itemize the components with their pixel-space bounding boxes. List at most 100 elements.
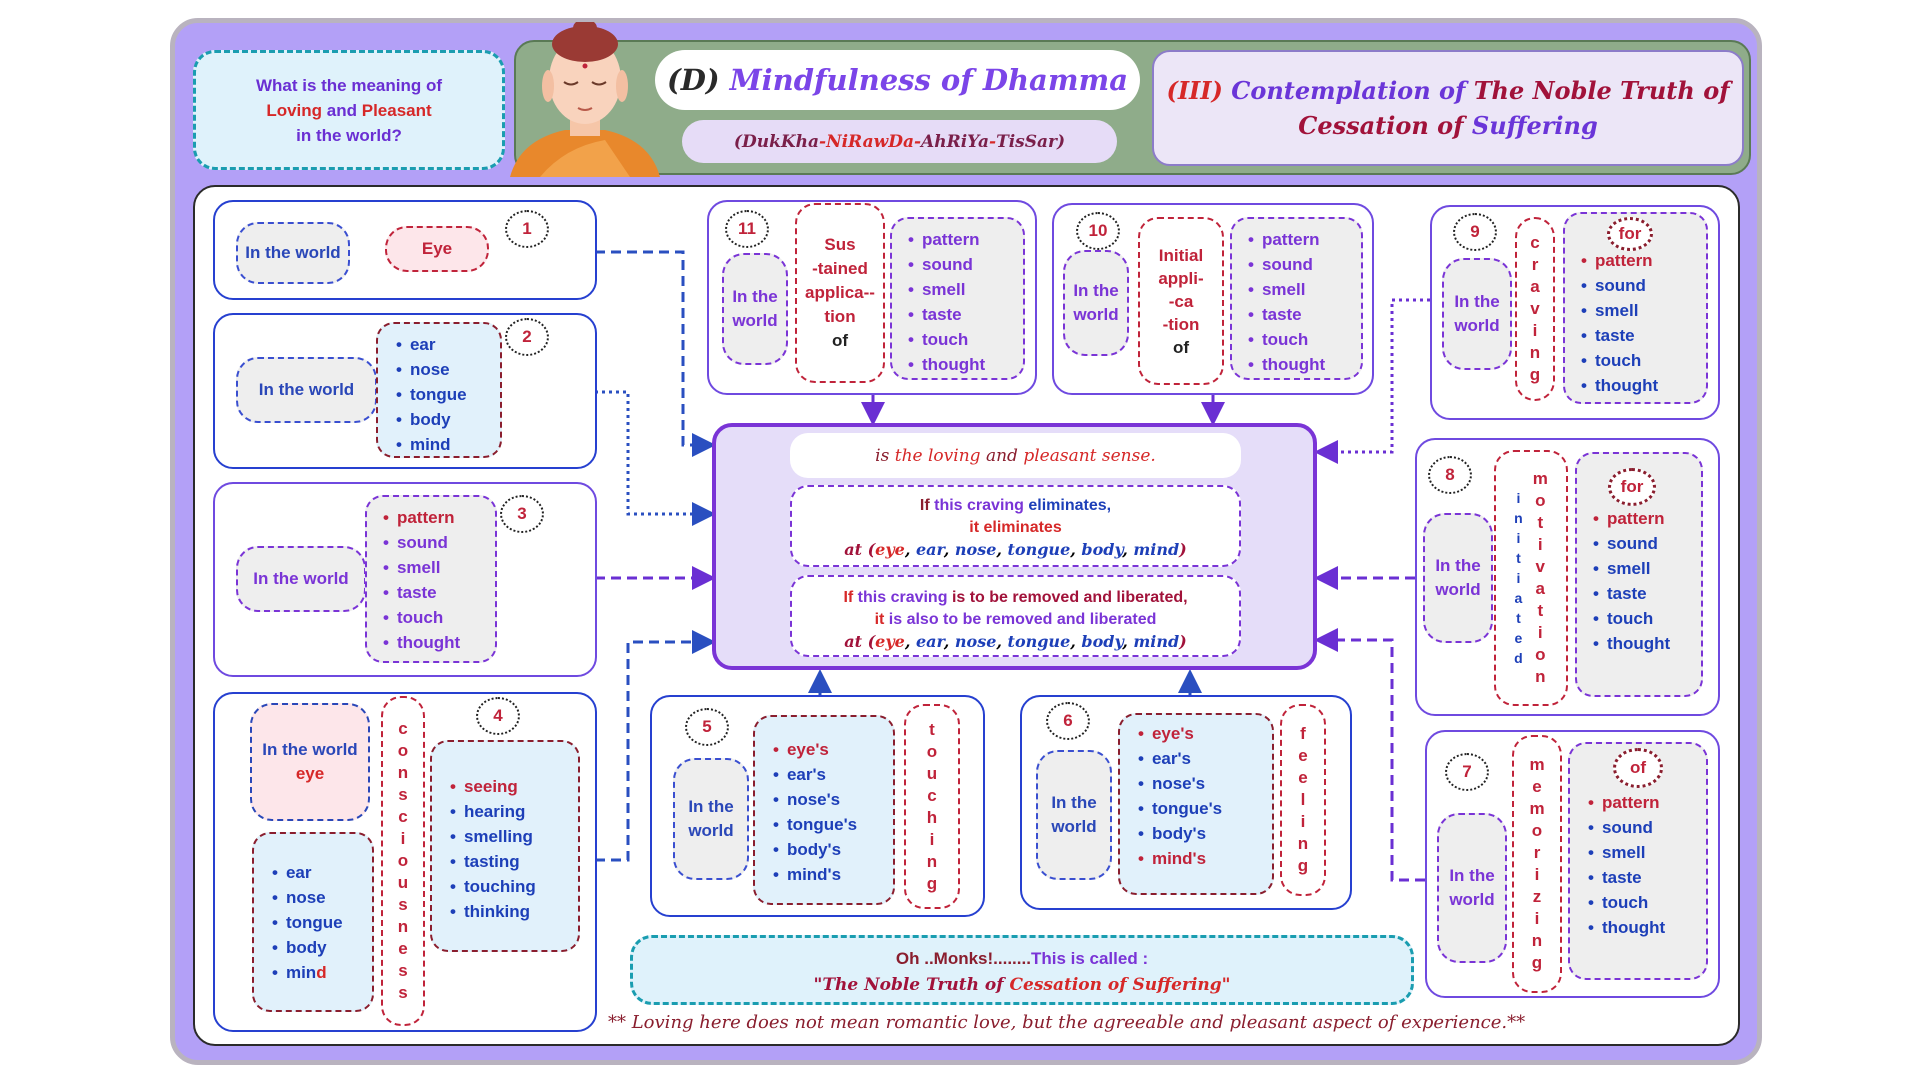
vertical-letter: l [1300,790,1306,809]
list-item: thought [1588,915,1706,940]
vertical-letter: a [1530,277,1540,296]
box-1-world: In the world [236,222,350,284]
list-item: nose's [773,787,893,812]
list-item: touch [1593,606,1701,631]
vertical-letter: m [1529,799,1545,818]
vertical-letter: a [1514,590,1523,606]
list-item: taste [908,302,1023,327]
vertical-letter: m [1532,469,1548,488]
c3k: tongue [1007,632,1071,651]
title-box: (D) Mindfulness of Dhamma [655,50,1140,110]
vertical-letter: i [1532,321,1538,340]
list-item: body's [773,837,893,862]
vertical-letter: t [929,719,935,739]
box-11-world: In the world [722,253,788,365]
vertical-letter: g [1529,365,1541,384]
arrow-9 [1314,298,1430,464]
list-item: smell [908,277,1023,302]
pali-part: NiRawDa [826,131,914,152]
list-item: nose [272,885,372,910]
list-item: taste [1593,581,1701,606]
vertical-letter: r [1531,255,1539,274]
list-item: smell [1588,840,1706,865]
contemplation-a: Contemplation of [1231,76,1466,105]
list-item: ear's [1138,746,1272,771]
list-item: sound [383,530,495,555]
right-ear [616,70,628,102]
box-3-number: 3 [500,495,544,533]
pali-subtitle: (DukKha-NiRawDa-AhRiYa-TisSar) [682,120,1117,163]
box-10-world: In the world [1063,250,1129,356]
vertical-letter: d [1514,650,1523,666]
vertical-letter: g [926,873,938,893]
vertical-letter: i [1537,535,1543,554]
vertical-letter: i [1516,490,1521,506]
vertical-letter: c [398,719,408,738]
vertical-letter: i [1516,570,1521,586]
vertical-letter: n [397,763,409,782]
contemplation-title: (III) Contemplation of The Noble Truth o… [1152,50,1744,166]
list-item: taste [1588,865,1706,890]
list-item: touch [1248,327,1361,352]
c3a: If [843,589,854,606]
buddha-illustration [510,22,660,177]
vertical-letter: t [1537,513,1544,532]
vertical-letter: e [1532,777,1542,796]
question-pleasant: Pleasant [361,100,432,120]
mid-line: appli- [1158,268,1204,288]
box-9-label: for [1607,217,1653,251]
c3c: is to be removed and liberated, [951,589,1188,606]
vertical-letter: c [398,807,408,826]
vertical-letter: e [1298,746,1308,765]
list-item: touch [383,605,495,630]
vertical-letter: g [1297,856,1309,875]
vertical-letter: s [398,895,408,914]
vertical-letter: i [1534,909,1540,928]
c2i: nose [954,540,997,559]
list-item: tongue's [1138,796,1272,821]
box-11-list: pattern sound smell taste touch thought [890,217,1025,380]
arrow-7 [1314,628,1425,882]
list-item: smell [1248,277,1361,302]
list-item: tongue [396,382,500,407]
vertical-letter: i [1537,623,1543,642]
conclusion-c: "The Noble Truth of [813,975,1004,995]
contemplation-c: Cessation of [1298,111,1464,140]
contemplation-b: The Noble Truth of [1473,76,1730,105]
center-line-1: is the loving and pleasant sense. [790,433,1241,478]
vertical-letter: n [397,917,409,936]
vertical-letter: i [1516,530,1521,546]
pali-part: TisSar) [996,131,1066,152]
box-5-number: 5 [685,708,729,746]
center-line-2: If this craving eliminates, it eliminate… [790,485,1241,567]
box-4-eye: eye [295,764,325,783]
list-item: sound [1581,273,1706,298]
list-item: body's [1138,821,1272,846]
vertical-letter: a [1535,579,1546,598]
question-loving: Loving [266,100,323,120]
list-item: mind's [1138,846,1272,871]
mid-line: Initial [1158,245,1204,265]
conclusion-box: Oh ..Monks!........This is called : "The… [630,935,1414,1005]
mid-line: -tion [1162,314,1200,334]
c2j: tongue [1007,540,1071,559]
conclusion-a: Oh ..Monks!........ [895,949,1031,968]
box-7-number: 7 [1445,753,1489,791]
vertical-letter: c [927,785,937,805]
box-4-list: seeing hearing smelling tasting touching… [430,740,580,952]
box-11-mid: Sus -tained applica-- tion of [795,203,885,383]
vertical-letter: s [398,983,408,1002]
vertical-letter: o [397,741,409,760]
box-4-number: 4 [476,697,520,735]
list-item: thought [383,630,495,655]
c3m: mind [1133,632,1180,651]
vertical-letter: u [397,873,409,892]
box-11-number: 11 [725,210,769,248]
list-item: pattern [1588,790,1706,815]
c2f: ( [867,540,876,559]
contemplation-d: Suffering [1471,111,1598,140]
box-10-list: pattern sound smell taste touch thought [1230,217,1363,380]
list-item: mind [272,960,372,985]
